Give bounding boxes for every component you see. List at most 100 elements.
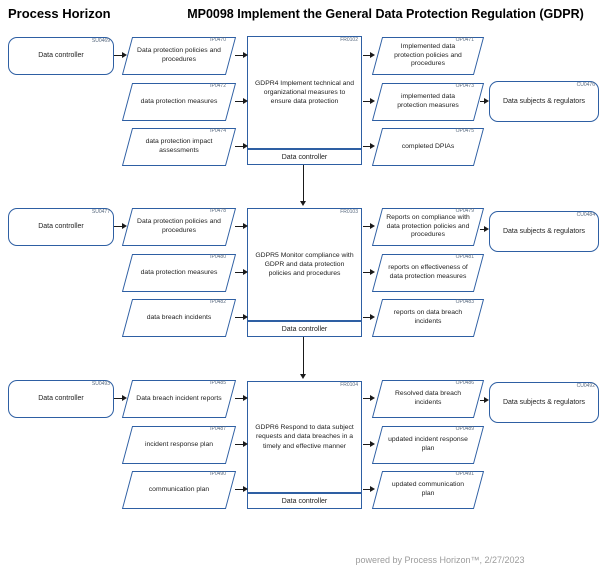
output-code: OP0486 bbox=[455, 380, 474, 386]
connector-arrow bbox=[363, 313, 375, 322]
input-code: IP0487 bbox=[210, 426, 226, 432]
connector-arrow bbox=[363, 97, 375, 106]
supplier-node: SU0477 Data controller bbox=[8, 208, 114, 246]
customer-node: CU0484 Data subjects & regulators bbox=[489, 211, 599, 252]
connector-arrow bbox=[114, 222, 127, 231]
connector-arrow bbox=[235, 51, 248, 60]
output-label: Resolved data breach incidents bbox=[394, 390, 462, 406]
page-title: MP0098 Implement the General Data Protec… bbox=[187, 7, 584, 21]
connector-arrow bbox=[363, 142, 375, 151]
connector-arrow bbox=[235, 222, 248, 231]
input-label: Data protection policies and procedures bbox=[137, 47, 221, 63]
function-code: FR0102 bbox=[340, 37, 358, 43]
input-code: IP0485 bbox=[210, 380, 226, 386]
function-label: GDPR5 Monitor compliance with GDPR and d… bbox=[255, 251, 354, 278]
connector-arrow bbox=[235, 313, 248, 322]
output-shape: OP0491 updated communication plan bbox=[371, 471, 485, 509]
input-label: data protection measures bbox=[140, 268, 218, 276]
input-shape: IP0470 Data protection policies and proc… bbox=[121, 37, 237, 75]
connector-arrow bbox=[235, 394, 248, 403]
output-label: updated communication plan bbox=[391, 481, 465, 497]
input-shape: IP0480 data protection measures bbox=[121, 254, 237, 292]
customer-code: CU0484 bbox=[576, 212, 595, 218]
customer-node: CU0492 Data subjects & regulators bbox=[489, 382, 599, 423]
output-code: OP0479 bbox=[455, 208, 474, 214]
output-shape: OP0481 reports on effectiveness of data … bbox=[371, 254, 485, 292]
input-code: IP0490 bbox=[210, 471, 226, 477]
connector-arrow bbox=[480, 97, 489, 106]
output-label: implemented data protection measures bbox=[397, 93, 459, 109]
supplier-label: Data controller bbox=[38, 223, 84, 231]
output-code: OP0481 bbox=[455, 254, 474, 260]
connector-arrow bbox=[363, 222, 375, 231]
output-code: OP0491 bbox=[455, 471, 474, 477]
customer-code: CU0492 bbox=[576, 383, 595, 389]
input-shape: IP0478 Data protection policies and proc… bbox=[121, 208, 237, 246]
output-label: Reports on compliance with data protecti… bbox=[386, 213, 470, 239]
supplier-node: SU0493 Data controller bbox=[8, 380, 114, 418]
function-role-label: Data controller bbox=[281, 325, 328, 333]
function-box: FR0103 GDPR5 Monitor compliance with GDP… bbox=[247, 208, 362, 321]
input-label: data protection measures bbox=[140, 97, 218, 105]
output-shape: OP0483 reports on data breach incidents bbox=[371, 299, 485, 337]
input-shape: IP0487 incident response plan bbox=[121, 426, 237, 464]
output-code: OP0483 bbox=[455, 299, 474, 305]
connector-arrow bbox=[363, 485, 375, 494]
function-role-band: Data controller bbox=[247, 149, 362, 165]
function-box: FR0102 GDPR4 Implement technical and org… bbox=[247, 36, 362, 149]
output-shape: OP0471 Implemented data protection polic… bbox=[371, 37, 485, 75]
input-shape: IP0472 data protection measures bbox=[121, 83, 237, 121]
supplier-label: Data controller bbox=[38, 52, 84, 60]
supplier-label: Data controller bbox=[38, 395, 84, 403]
connector-arrow bbox=[363, 51, 375, 60]
supplier-code: SU0477 bbox=[91, 209, 110, 215]
output-label: completed DPIAs bbox=[401, 142, 455, 150]
output-label: reports on effectiveness of data protect… bbox=[388, 264, 468, 280]
output-code: OP0473 bbox=[455, 83, 474, 89]
input-label: data breach incidents bbox=[146, 313, 212, 321]
supplier-code: SU0493 bbox=[91, 381, 110, 387]
customer-label: Data subjects & regulators bbox=[502, 227, 586, 235]
input-label: communication plan bbox=[148, 485, 210, 493]
connector-arrow bbox=[235, 440, 248, 449]
output-shape: OP0486 Resolved data breach incidents bbox=[371, 380, 485, 418]
function-label: GDPR6 Respond to data subject requests a… bbox=[255, 424, 354, 450]
output-shape: OP0489 updated incident response plan bbox=[371, 426, 485, 464]
output-label: updated incident response plan bbox=[388, 436, 468, 452]
flow-arrow-down bbox=[299, 165, 308, 206]
input-shape: IP0485 Data breach incident reports bbox=[121, 380, 237, 418]
connector-arrow bbox=[235, 485, 248, 494]
output-label: reports on data breach incidents bbox=[393, 309, 463, 325]
input-shape: IP0490 communication plan bbox=[121, 471, 237, 509]
input-code: IP0474 bbox=[210, 128, 226, 134]
customer-label: Data subjects & regulators bbox=[502, 398, 586, 406]
input-label: incident response plan bbox=[144, 440, 213, 448]
customer-label: Data subjects & regulators bbox=[502, 97, 586, 105]
connector-arrow bbox=[480, 225, 489, 234]
customer-node: CU0476 Data subjects & regulators bbox=[489, 81, 599, 122]
input-label: Data breach incident reports bbox=[136, 394, 222, 402]
input-code: IP0472 bbox=[210, 83, 226, 89]
output-code: OP0489 bbox=[455, 426, 474, 432]
input-code: IP0482 bbox=[210, 299, 226, 305]
function-code: FR0103 bbox=[340, 209, 358, 215]
function-box: FR0104 GDPR6 Respond to data subject req… bbox=[247, 381, 362, 493]
connector-arrow bbox=[235, 97, 248, 106]
function-role-band: Data controller bbox=[247, 493, 362, 509]
supplier-code: SU0469 bbox=[91, 38, 110, 44]
brand-logo-text: Process Horizon bbox=[8, 6, 111, 21]
input-label: data protection impact assessments bbox=[145, 138, 213, 154]
function-role-label: Data controller bbox=[281, 497, 328, 505]
input-shape: IP0474 data protection impact assessment… bbox=[121, 128, 237, 166]
input-code: IP0470 bbox=[210, 37, 226, 43]
output-code: OP0471 bbox=[455, 37, 474, 43]
connector-arrow bbox=[363, 268, 375, 277]
function-role-label: Data controller bbox=[281, 153, 328, 161]
customer-code: CU0476 bbox=[576, 82, 595, 88]
output-code: OP0475 bbox=[455, 128, 474, 134]
input-code: IP0480 bbox=[210, 254, 226, 260]
powered-by-credit: powered by Process Horizon™, 2/27/2023 bbox=[355, 555, 525, 565]
supplier-node: SU0469 Data controller bbox=[8, 37, 114, 75]
connector-arrow bbox=[480, 396, 489, 405]
